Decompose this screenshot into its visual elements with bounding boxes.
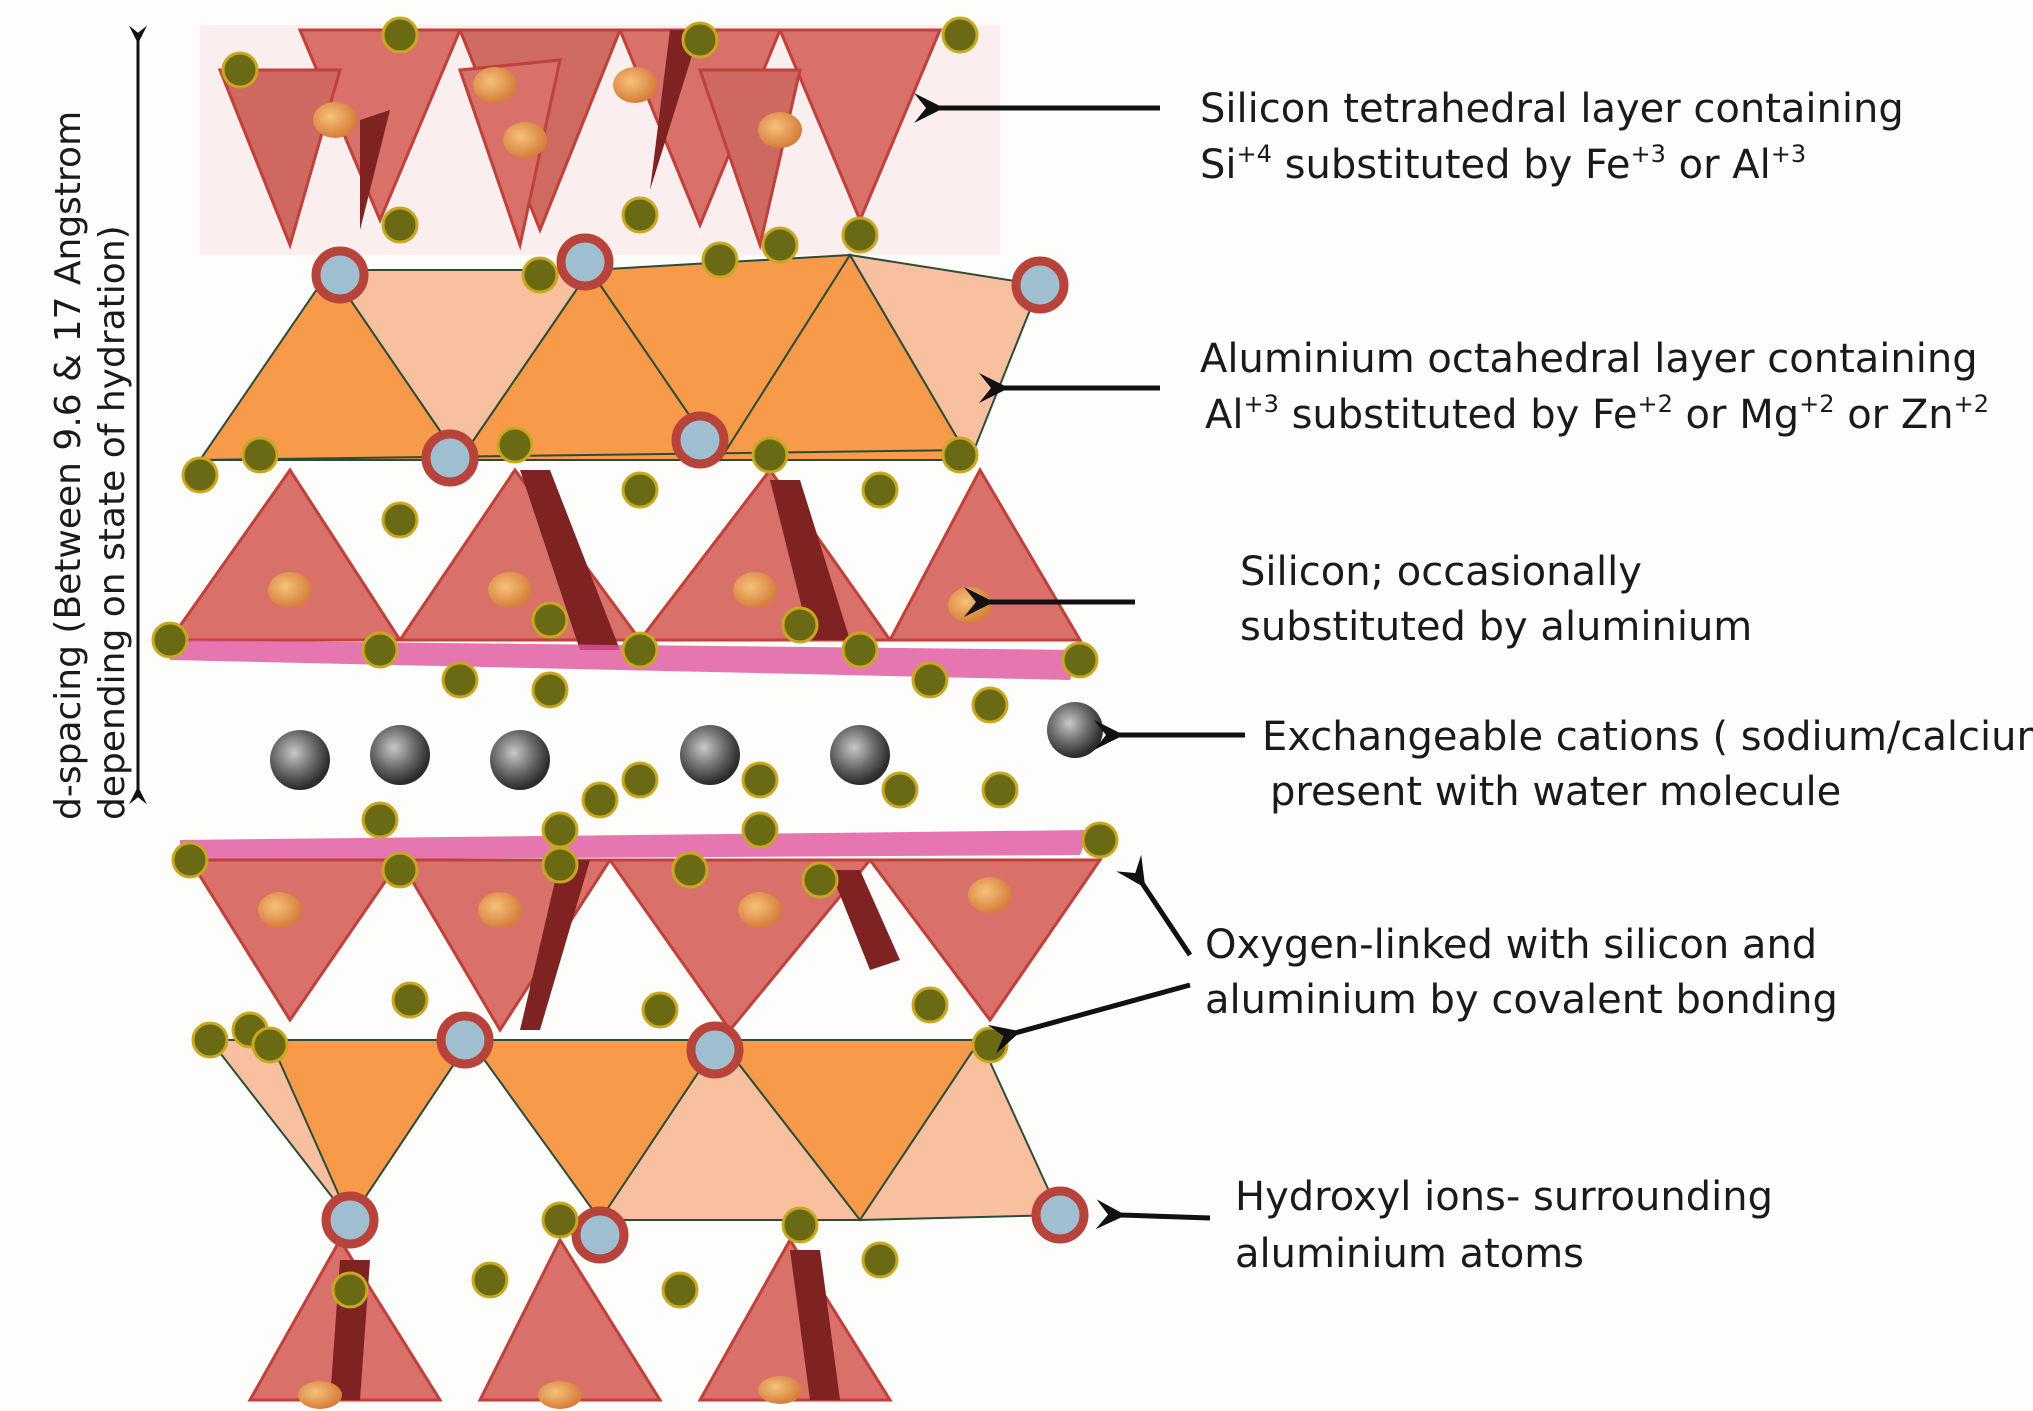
label-octahedral-line1: Aluminium octahedral layer containing	[1200, 336, 1978, 382]
label-oxygen-line1: Oxygen-linked with silicon and	[1205, 922, 1817, 968]
label-cations-line2: present with water molecule	[1270, 769, 1841, 815]
label-tetrahedral-line1: Silicon tetrahedral layer containing	[1200, 86, 1904, 132]
label-tetrahedral-line2: Si+4 substituted by Fe+3 or Al+3	[1200, 140, 1806, 188]
lower-octahedral-layer	[207, 1037, 1062, 1223]
interlayer-cations	[270, 702, 1103, 790]
label-silicon-line2: substituted by aluminium	[1240, 604, 1752, 650]
crystal-structure	[151, 16, 1119, 1409]
arrow-oxygen-2	[987, 982, 1191, 1054]
label-hydroxyl-line1: Hydroxyl ions- surrounding	[1235, 1174, 1773, 1220]
bottom-tetrahedral-layer	[247, 1236, 893, 1409]
label-octahedral-line2: Al+3 substituted by Fe+2 or Mg+2 or Zn+2	[1205, 390, 1989, 438]
arrow-hydroxyl	[1095, 1199, 1211, 1230]
d-spacing-indicator: d-spacing (Between 9.6 & 17 Angstrom dep…	[48, 25, 147, 820]
label-silicon-line1: Silicon; occasionally	[1240, 549, 1642, 595]
d-spacing-label-line2: depending on state of hydration)	[92, 225, 133, 820]
d-spacing-label-line1: d-spacing (Between 9.6 & 17 Angstrom	[48, 111, 89, 820]
lower-tetrahedral-layer	[180, 830, 1103, 1033]
hydroxyl-ions	[311, 233, 1089, 1264]
callout-labels: Silicon tetrahedral layer containing Si+…	[1200, 86, 2033, 1277]
top-octahedral-layer	[198, 253, 1042, 463]
label-arrows	[914, 93, 1245, 1230]
oxygen-atoms	[151, 16, 1119, 1309]
label-oxygen-line2: aluminium by covalent bonding	[1205, 977, 1838, 1023]
label-hydroxyl-line2: aluminium atoms	[1235, 1231, 1584, 1277]
top-tetrahedral-layer	[200, 25, 1000, 255]
arrow-oxygen-1	[1116, 854, 1193, 957]
label-cations-line1: Exchangeable cations ( sodium/calcium)	[1262, 714, 2033, 760]
